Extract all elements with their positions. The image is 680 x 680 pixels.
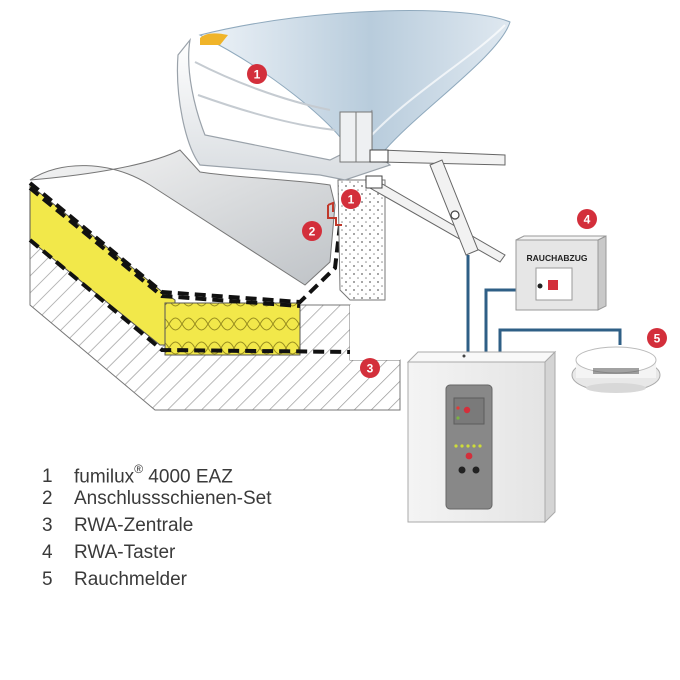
inner-upstand [29,149,336,286]
legend-label: Rauchmelder [74,569,187,590]
waterproof-membrane [28,181,351,354]
smoke-detector [571,346,661,393]
badge-rail-set: 2 [302,221,322,241]
opening-mechanism [365,149,506,263]
component-legend: 1 fumilux® 4000 EAZ 2 Anschlussschienen-Se… [42,458,272,593]
number-badges: 1 1 2 3 4 5 [247,64,667,378]
legend-label: Anschlussschienen-Set [74,488,272,509]
legend-number: 4 [42,542,53,563]
badge-smoke-detector: 5 [647,328,667,348]
legend-item: 2 Anschlussschienen-Set [42,485,272,512]
legend-label: fumilux [74,466,135,488]
legend-item: 3 RWA-Zentrale [42,512,272,539]
badge-rail-set-number: 2 [309,225,316,239]
manual-call-point: RAUCHABZUG [515,235,607,311]
panel-label: RAUCHABZUG [527,253,588,263]
skylight-dome [198,10,511,151]
control-cables [466,255,622,360]
connection-rail-bracket [327,201,342,226]
legend-suffix: 4000 EAZ [143,466,233,488]
legend-label: RWA-Taster [74,542,176,563]
badge-control-panel-number: 3 [367,362,374,376]
legend-number: 1 [42,466,53,488]
badge-call-point: 4 [577,209,597,229]
legend-number: 5 [42,569,53,590]
legend-item: 1 fumilux® 4000 EAZ [42,458,272,488]
skylight-frame [176,33,392,181]
legend-number: 3 [42,515,53,536]
legend-number: 2 [42,488,53,509]
legend-trademark: ® [134,462,144,476]
badge-smoke-detector-number: 5 [654,332,661,346]
control-panel-box [406,350,557,524]
badge-fumilux-number: 1 [254,68,261,82]
legend-item: 4 RWA-Taster [42,539,272,566]
badge-call-point-number: 4 [584,213,591,227]
legend-label: RWA-Zentrale [74,515,194,536]
legend-item: 5 Rauchmelder [42,566,272,593]
badge-control-panel: 3 [360,358,380,378]
badge-fumilux-frame-number: 1 [348,193,355,207]
badge-fumilux: 1 [247,64,267,84]
badge-fumilux-frame: 1 [341,189,361,209]
